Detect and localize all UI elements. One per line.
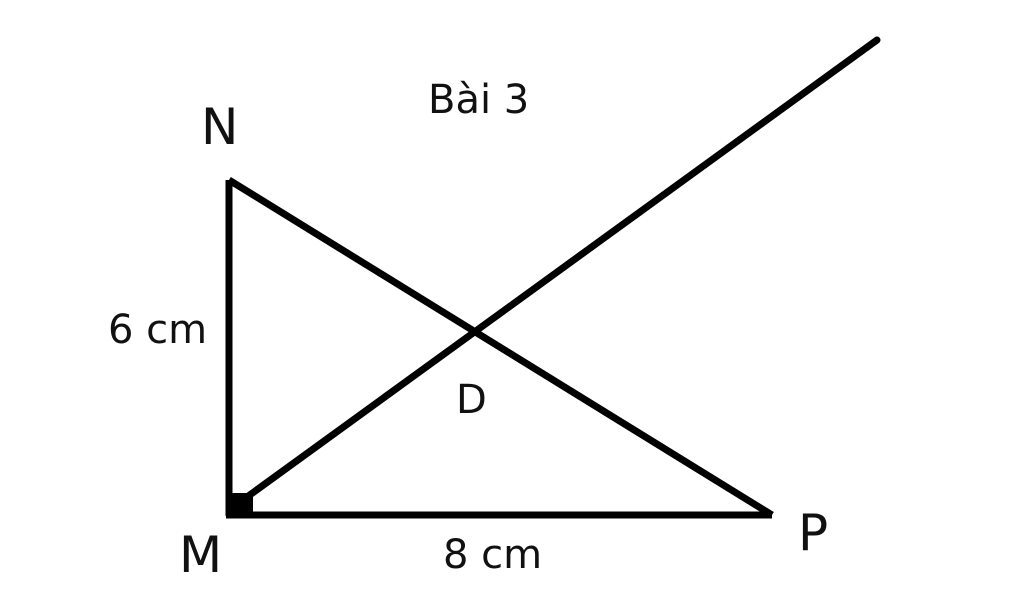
point-label-d: D	[456, 377, 487, 423]
length-label-mn: 6 cm	[108, 307, 208, 353]
problem-title: Bài 3	[428, 77, 530, 123]
ray-MD	[225, 36, 881, 514]
point-label-n: N	[201, 98, 239, 156]
point-label-p: P	[798, 504, 829, 562]
point-label-m: M	[179, 526, 223, 584]
segment-NP	[227, 177, 774, 518]
length-label-mp: 8 cm	[443, 532, 543, 578]
